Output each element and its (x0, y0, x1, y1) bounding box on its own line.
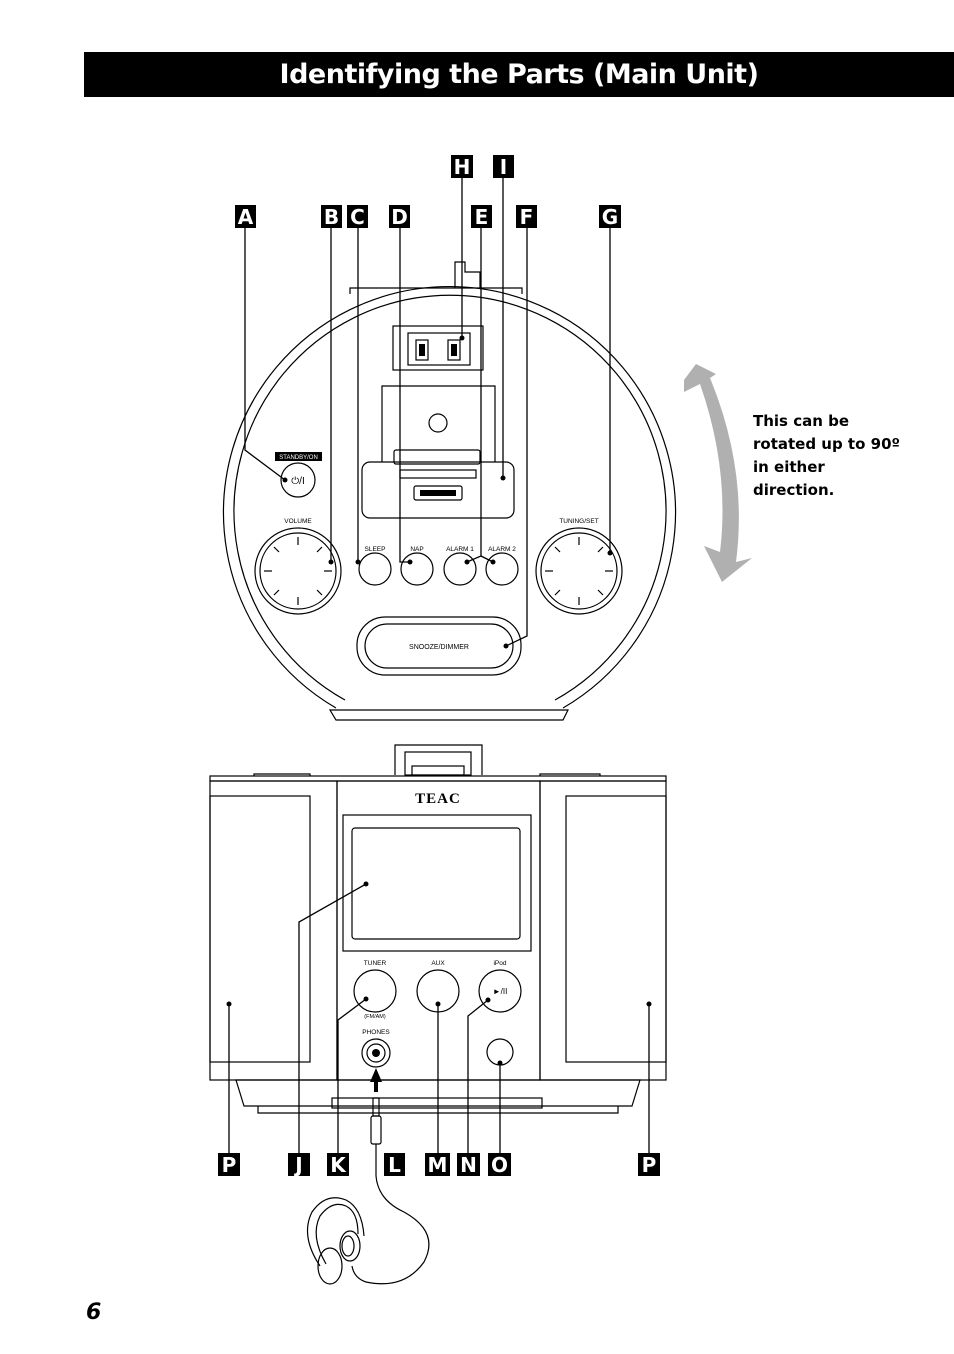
svg-text:P: P (642, 1153, 657, 1177)
label-f: F (516, 205, 537, 229)
dock-screw (428, 413, 448, 433)
snooze-label: SNOOZE/DIMMER (409, 644, 469, 651)
svg-text:N: N (460, 1153, 477, 1177)
rotation-note: This can be rotated up to 90º in either … (753, 412, 900, 499)
part-labels: A B C D E F G H I P J K L M N O P (218, 155, 660, 1177)
label-h: H (451, 155, 473, 179)
phones-label: PHONES (362, 1029, 390, 1036)
snooze-frame (356, 616, 522, 676)
play-pause-icon: ►/II (493, 987, 508, 996)
snooze-dimmer-button[interactable] (364, 623, 514, 669)
alarm1-button[interactable] (443, 552, 477, 586)
label-a: A (235, 205, 256, 229)
headphones (306, 1068, 430, 1285)
phones-jack[interactable] (361, 1038, 391, 1068)
switch-panel (392, 325, 484, 371)
volume-label: VOLUME (284, 518, 312, 525)
page-number: 6 (86, 1300, 102, 1325)
ipod-label: iPod (493, 960, 506, 967)
label-e: E (471, 205, 492, 229)
brand-logo: TEAC (415, 791, 461, 807)
label-g: G (599, 205, 621, 229)
tuner-sub-label: (FM/AM) (364, 1014, 386, 1020)
svg-text:H: H (454, 155, 471, 179)
dock-connector[interactable] (413, 485, 463, 501)
display-frame (342, 814, 532, 952)
svg-text:G: G (602, 205, 618, 229)
label-b: B (321, 205, 342, 229)
page-title: Identifying the Parts (Main Unit) (279, 59, 759, 90)
top-view-unit: STANDBY/ON ⏻/I VOLUME TUNING/SET (222, 261, 677, 721)
tuning-label: TUNING/SET (559, 518, 598, 525)
label-n: N (457, 1153, 480, 1177)
svg-text:A: A (238, 205, 254, 229)
aux-label: AUX (431, 960, 445, 967)
ipod-play-button[interactable] (478, 969, 522, 1013)
label-i: I (493, 155, 514, 179)
alarm1-label: ALARM 1 (446, 546, 474, 553)
sleep-label: SLEEP (365, 546, 386, 553)
top-unit-body (222, 286, 677, 709)
tuner-label: TUNER (364, 960, 387, 967)
label-d: D (389, 205, 410, 229)
svg-text:M: M (428, 1153, 448, 1177)
nap-label: NAP (410, 546, 423, 553)
label-k: K (327, 1153, 349, 1177)
title-bar: Identifying the Parts (Main Unit) (84, 52, 954, 97)
standby-label-bg (275, 452, 322, 461)
tuning-knob[interactable] (535, 527, 623, 615)
label-c: C (347, 205, 368, 229)
label-m: M (425, 1153, 450, 1177)
standby-button[interactable] (280, 462, 316, 498)
svg-text:K: K (330, 1153, 347, 1177)
switch-left[interactable] (415, 339, 429, 361)
tuner-button[interactable] (353, 969, 397, 1013)
label-p-right: P (638, 1153, 660, 1177)
power-icon: ⏻/I (291, 476, 304, 487)
svg-text:P: P (222, 1153, 237, 1177)
switch-right[interactable] (447, 339, 461, 361)
svg-text:O: O (491, 1153, 508, 1177)
svg-text:L: L (388, 1153, 401, 1177)
headphone-plug (370, 1115, 382, 1145)
ipod-dock[interactable] (361, 461, 515, 519)
alarm2-button[interactable] (485, 552, 519, 586)
standby-label: STANDBY/ON (279, 455, 318, 461)
right-speaker (539, 780, 667, 1081)
front-view-unit: TEAC TUNER (FM/AM) AUX iPod ►/II PHONES (209, 744, 667, 1114)
sleep-button[interactable] (358, 552, 392, 586)
volume-knob[interactable] (254, 527, 342, 615)
svg-text:J: J (293, 1153, 302, 1177)
leader-lines (226, 178, 652, 1153)
plug-in-arrow-icon (370, 1068, 382, 1092)
label-p-left: P (218, 1153, 240, 1177)
svg-text:B: B (324, 205, 339, 229)
label-j: J (288, 1153, 310, 1177)
svg-text:D: D (391, 205, 408, 229)
label-l: L (384, 1153, 405, 1177)
svg-text:I: I (500, 155, 507, 179)
alarm2-label: ALARM 2 (488, 546, 516, 553)
nap-button[interactable] (400, 552, 434, 586)
svg-text:C: C (350, 205, 365, 229)
base (235, 1079, 641, 1107)
label-o: O (488, 1153, 511, 1177)
svg-text:E: E (475, 205, 489, 229)
svg-text:F: F (520, 205, 534, 229)
display-screen (351, 827, 521, 940)
rotation-arrow-icon (684, 364, 752, 582)
